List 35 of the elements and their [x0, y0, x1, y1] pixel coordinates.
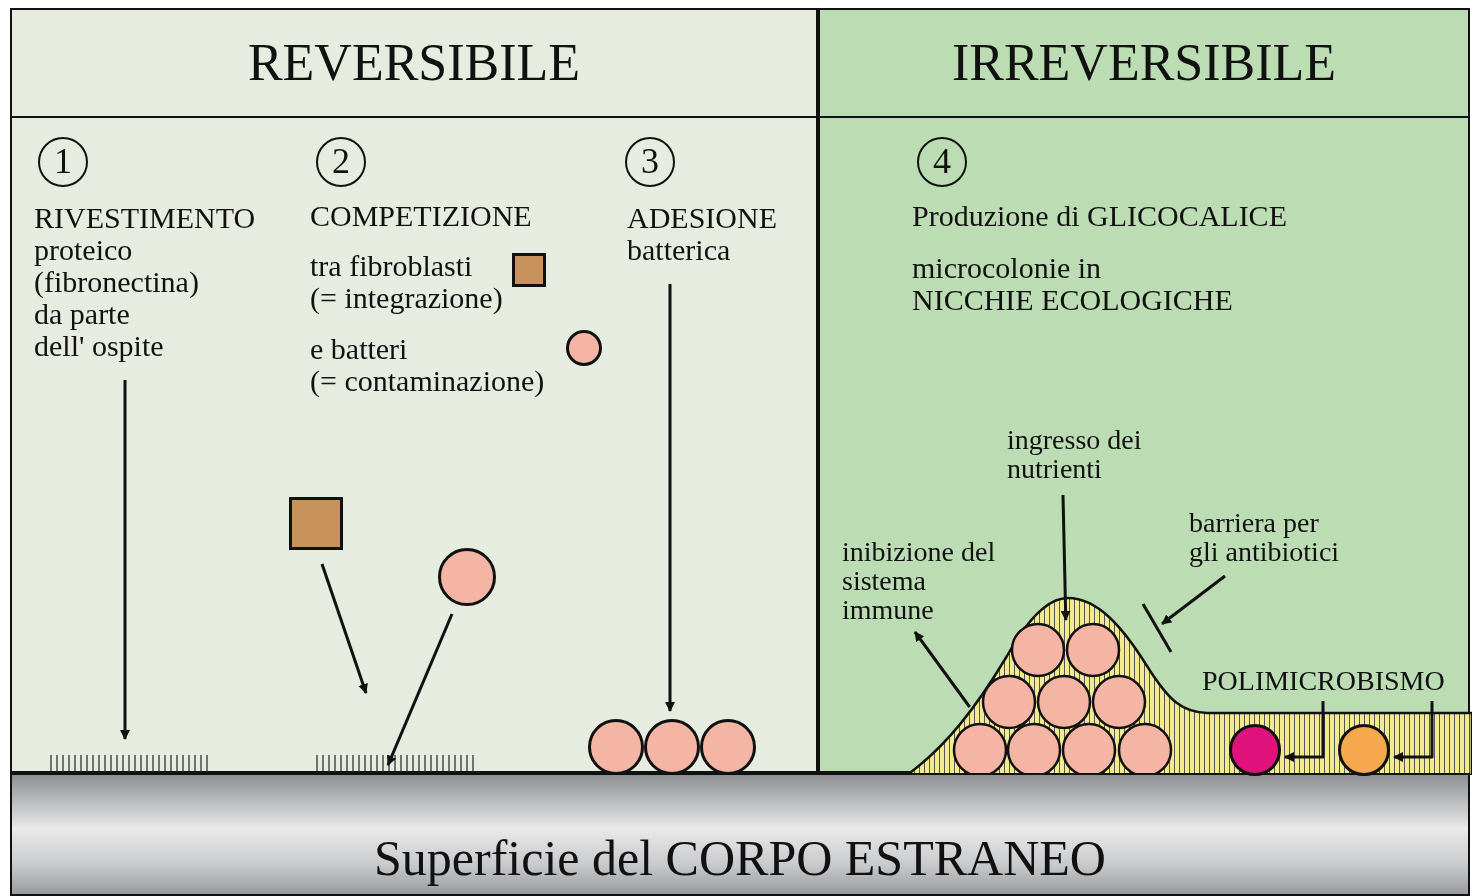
- legend-label: e batteri (= contaminazione): [310, 333, 545, 397]
- arrow: [665, 284, 675, 712]
- bacterium-circle: [438, 548, 496, 606]
- arrow: [320, 563, 368, 694]
- step-heading: COMPETIZIONE: [310, 200, 533, 232]
- arrow: [120, 380, 130, 740]
- callout-text: ingresso dei nutrienti: [1007, 425, 1142, 483]
- arrow: [913, 631, 971, 708]
- reversible-phase-panel: [10, 8, 818, 773]
- arrow: [1393, 701, 1434, 762]
- step-heading: Produzione di GLICOCALICE: [912, 200, 1288, 232]
- step-number: 3: [625, 137, 675, 187]
- step-number: 1: [38, 137, 88, 187]
- callout-text: barriera per gli antibiotici: [1189, 508, 1340, 566]
- step-number: 4: [917, 137, 967, 187]
- step-heading: ADESIONE: [627, 202, 778, 234]
- callout-text: POLIMICROBISMO: [1202, 666, 1472, 695]
- surface-band: Superficie del CORPO ESTRANEO: [10, 773, 1470, 896]
- step-description: batterica: [627, 234, 732, 266]
- step-description: proteico (fibronectina) da parte dell' ospite: [34, 234, 200, 362]
- legend-label: tra fibroblasti (= integrazione): [310, 250, 503, 314]
- callout-text: inibizione del sistema immune: [842, 537, 996, 624]
- bacterium-circle: [700, 719, 756, 775]
- bacterium-circle: [588, 719, 644, 775]
- bacterium-circle: [644, 719, 700, 775]
- step-heading: RIVESTIMENTO: [34, 202, 256, 234]
- arrow: [1284, 701, 1325, 762]
- arrow: [1060, 494, 1071, 621]
- step-description: microcolonie in NICCHIE ECOLOGICHE: [912, 252, 1233, 316]
- irreversible-phase-panel: [818, 8, 1470, 773]
- barrier-line: [1140, 602, 1174, 654]
- step-number: 2: [316, 137, 366, 187]
- arrow: [386, 613, 454, 766]
- fibroblast-square: [289, 497, 343, 550]
- arrow: [1161, 574, 1226, 625]
